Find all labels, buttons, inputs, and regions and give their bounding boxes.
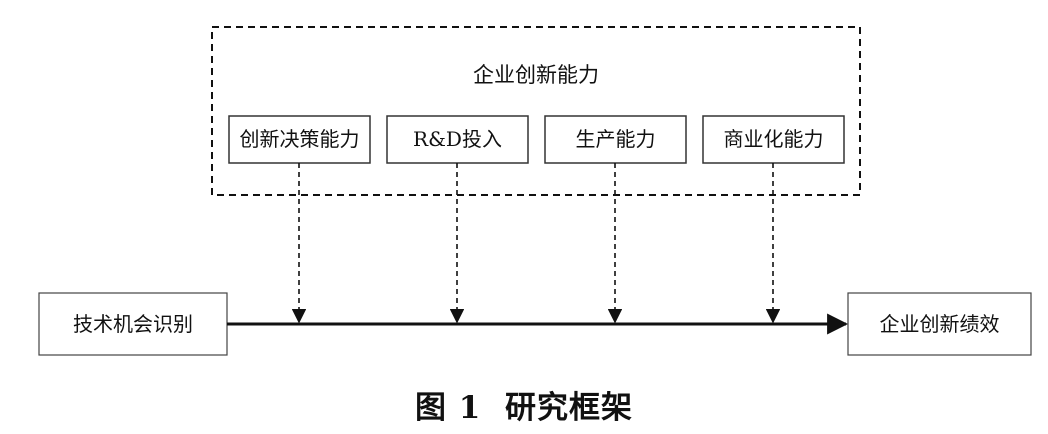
technology-opportunity-label: 技术机会识别 bbox=[73, 312, 193, 336]
figure-number: 图 1 bbox=[415, 390, 482, 426]
figure-caption: 图 1 研究框架 bbox=[0, 382, 1048, 427]
ability-label-production: 生产能力 bbox=[576, 127, 656, 151]
ability-box-commercialization bbox=[702, 115, 845, 164]
innovation-performance-label: 企业创新绩效 bbox=[880, 312, 1000, 336]
innovation-performance-box bbox=[847, 292, 1032, 356]
figure-title: 研究框架 bbox=[504, 390, 633, 426]
innovation-capability-group bbox=[211, 26, 861, 196]
technology-opportunity-box bbox=[38, 292, 228, 356]
ability-box-decision bbox=[228, 115, 371, 164]
group-label: 企业创新能力 bbox=[473, 63, 599, 87]
ability-box-production bbox=[544, 115, 687, 164]
ability-label-commercialization: 商业化能力 bbox=[724, 127, 824, 151]
ability-label-decision: 创新决策能力 bbox=[240, 127, 360, 151]
ability-label-rd-input: R&D投入 bbox=[413, 127, 502, 151]
ability-box-rd-input bbox=[386, 115, 529, 164]
research-framework-diagram: 企业创新能力 创新决策能力 R&D投入 生产能力 商业化能力 技术机会识别 企业… bbox=[38, 26, 1032, 356]
